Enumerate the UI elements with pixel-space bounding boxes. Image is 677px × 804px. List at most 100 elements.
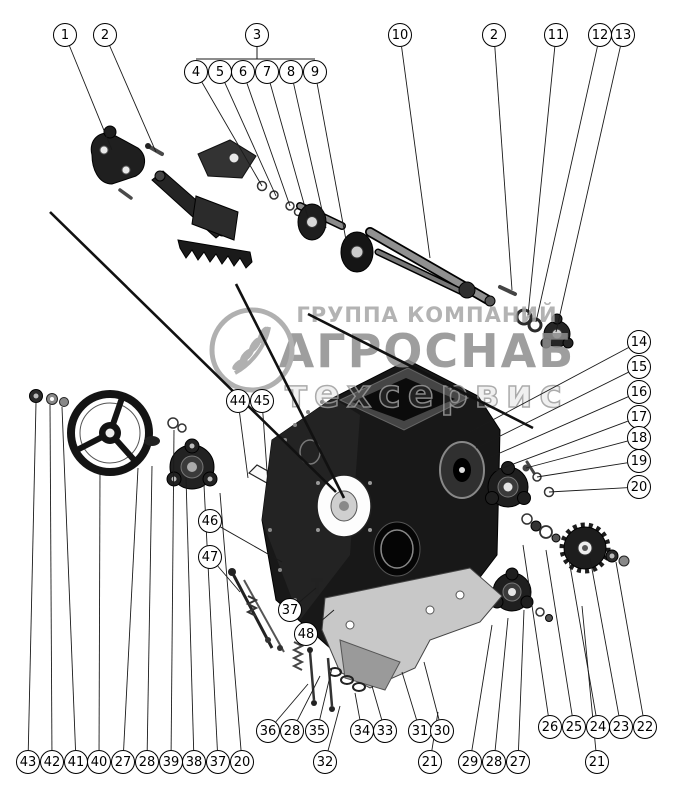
callout-19[interactable]: 19 xyxy=(627,449,651,473)
sprocket xyxy=(559,522,630,574)
callout-28[interactable]: 28 xyxy=(482,750,506,774)
callout-21[interactable]: 21 xyxy=(418,750,442,774)
leader-line-39 xyxy=(170,429,175,751)
callout-43[interactable]: 43 xyxy=(16,750,40,774)
callout-12[interactable]: 12 xyxy=(588,23,612,47)
leader-line-1 xyxy=(69,45,113,151)
callout-47[interactable]: 47 xyxy=(198,545,222,569)
leader-line-32 xyxy=(327,705,341,751)
callout-28[interactable]: 28 xyxy=(135,750,159,774)
leader-line-6 xyxy=(246,83,291,207)
leader-line-8 xyxy=(293,83,327,229)
callout-37[interactable]: 37 xyxy=(278,598,302,622)
callout-16[interactable]: 16 xyxy=(627,380,651,404)
callout-5[interactable]: 5 xyxy=(208,60,232,84)
leader-line-2 xyxy=(109,45,157,153)
callout-48[interactable]: 48 xyxy=(294,622,318,646)
callout-14[interactable]: 14 xyxy=(627,330,651,354)
callout-30[interactable]: 30 xyxy=(430,719,454,743)
callout-7[interactable]: 7 xyxy=(255,60,279,84)
callout-37[interactable]: 37 xyxy=(206,750,230,774)
leader-line-37 xyxy=(298,587,317,603)
callout-1[interactable]: 1 xyxy=(53,23,77,47)
callout-15[interactable]: 15 xyxy=(627,355,651,379)
callout-39[interactable]: 39 xyxy=(159,750,183,774)
callout-32[interactable]: 32 xyxy=(313,750,337,774)
leader-line-10 xyxy=(401,46,431,259)
guard-bracket xyxy=(321,567,503,692)
callout-2[interactable]: 2 xyxy=(482,23,506,47)
leader-line-22 xyxy=(615,561,644,716)
callout-46[interactable]: 46 xyxy=(198,509,222,533)
leader-line-45 xyxy=(262,412,269,486)
callout-4[interactable]: 4 xyxy=(184,60,208,84)
callout-8[interactable]: 8 xyxy=(279,60,303,84)
callout-22[interactable]: 22 xyxy=(633,715,657,739)
callout-45[interactable]: 45 xyxy=(250,389,274,413)
leader-line-40 xyxy=(98,471,101,751)
callout-3[interactable]: 3 xyxy=(245,23,269,47)
callout-10[interactable]: 10 xyxy=(388,23,412,47)
callout-9[interactable]: 9 xyxy=(303,60,327,84)
callout-40[interactable]: 40 xyxy=(87,750,111,774)
leader-line-4 xyxy=(201,82,263,187)
callout-36[interactable]: 36 xyxy=(256,719,280,743)
callout-44[interactable]: 44 xyxy=(226,389,250,413)
callout-28[interactable]: 28 xyxy=(280,719,304,743)
callout-23[interactable]: 23 xyxy=(609,715,633,739)
callout-2[interactable]: 2 xyxy=(93,23,117,47)
leader-line-12 xyxy=(535,46,598,323)
pointer-line xyxy=(307,312,534,430)
leader-line-48 xyxy=(314,609,335,627)
left-bearing-flange xyxy=(166,438,218,490)
callout-21[interactable]: 21 xyxy=(585,750,609,774)
rings-end-flange xyxy=(515,308,574,349)
leader-line-28 xyxy=(146,465,153,751)
callout-38[interactable]: 38 xyxy=(182,750,206,774)
leader-line-13 xyxy=(555,46,621,333)
callout-6[interactable]: 6 xyxy=(231,60,255,84)
callout-27[interactable]: 27 xyxy=(506,750,530,774)
callout-29[interactable]: 29 xyxy=(458,750,482,774)
leader-line-46 xyxy=(220,526,283,563)
callout-17[interactable]: 17 xyxy=(627,405,651,429)
callout-27[interactable]: 27 xyxy=(111,750,135,774)
leader-line-31 xyxy=(401,671,417,720)
leader-line-42 xyxy=(49,404,53,751)
leader-line-43 xyxy=(27,402,37,751)
leader-line-28 xyxy=(297,675,321,721)
callout-11[interactable]: 11 xyxy=(544,23,568,47)
leader-line-7 xyxy=(269,83,309,219)
callout-20[interactable]: 20 xyxy=(627,475,651,499)
callout-24[interactable]: 24 xyxy=(586,715,610,739)
leader-line-23 xyxy=(589,557,620,716)
leader-line-20 xyxy=(548,487,628,493)
callout-18[interactable]: 18 xyxy=(627,426,651,450)
callout-35[interactable]: 35 xyxy=(305,719,329,743)
leader-line-28 xyxy=(494,617,509,751)
leader-line-33 xyxy=(371,685,383,720)
leader-line-15 xyxy=(475,371,629,449)
callout-41[interactable]: 41 xyxy=(64,750,88,774)
callout-26[interactable]: 26 xyxy=(538,715,562,739)
callout-20[interactable]: 20 xyxy=(230,750,254,774)
callout-33[interactable]: 33 xyxy=(373,719,397,743)
leader-line-18 xyxy=(525,440,628,469)
callout-13[interactable]: 13 xyxy=(611,23,635,47)
leader-line-19 xyxy=(536,462,628,478)
callout-31[interactable]: 31 xyxy=(408,719,432,743)
leader-line-2 xyxy=(494,46,513,291)
leader-line-16 xyxy=(483,396,629,461)
handwheel xyxy=(67,390,160,476)
callout-25[interactable]: 25 xyxy=(562,715,586,739)
leader-line-27 xyxy=(123,467,139,751)
callout-34[interactable]: 34 xyxy=(350,719,374,743)
leader-line-41 xyxy=(61,406,76,751)
callout-42[interactable]: 42 xyxy=(40,750,64,774)
leader-line-20 xyxy=(219,492,242,751)
left-small-fasteners xyxy=(29,389,187,433)
drive-shafts xyxy=(365,227,517,307)
